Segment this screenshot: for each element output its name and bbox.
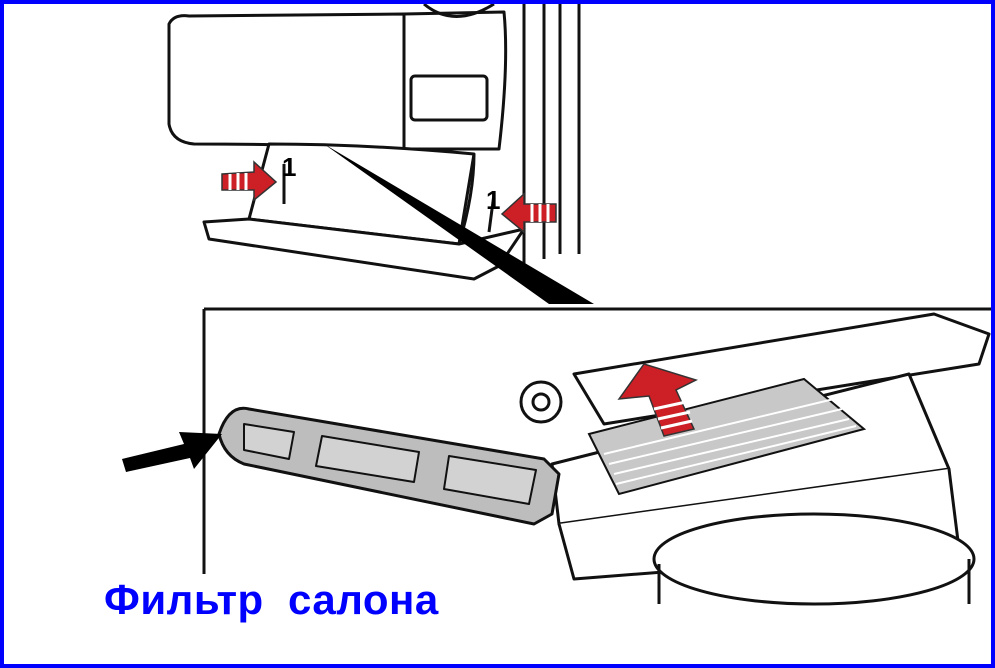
cabin-filter-illustration: 1 1	[122, 4, 991, 606]
housing-drawing	[519, 312, 991, 606]
step-mark-left: 1	[282, 152, 296, 182]
zoom-pointer	[324, 144, 594, 304]
step-mark-right: 1	[486, 185, 500, 215]
caption-title: Фильтр салона	[104, 576, 439, 623]
black-arrow-icon	[122, 432, 222, 472]
red-arrow-up-icon	[617, 363, 699, 437]
red-arrow-right-icon	[500, 192, 557, 234]
filter-element	[587, 377, 867, 496]
filter-cover	[217, 406, 561, 526]
step-labels: 1 1	[282, 152, 500, 215]
red-arrow-left-icon	[221, 160, 278, 202]
glovebox-drawing	[167, 4, 581, 281]
